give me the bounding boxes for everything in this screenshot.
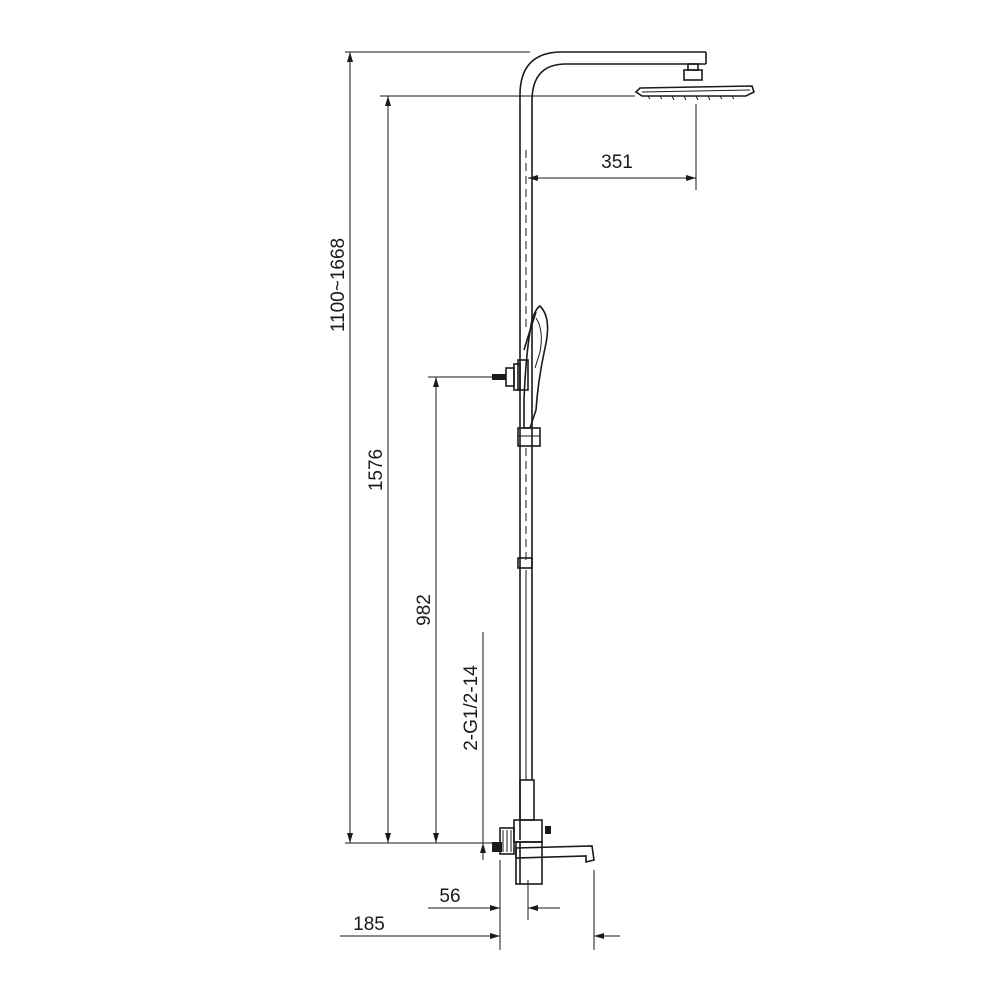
slide-holder bbox=[517, 427, 541, 569]
dimension-arm-projection: 351 bbox=[528, 152, 696, 181]
dimension-total-height: 1100~1668 bbox=[328, 52, 353, 843]
dim-label-spout-projection: 185 bbox=[353, 914, 385, 935]
dimension-inlet-height: 982 bbox=[414, 377, 439, 843]
shower-arm bbox=[519, 51, 707, 840]
dimension-head-height: 1576 bbox=[366, 96, 391, 843]
dimension-thread-spec: 2-G1/2-14 bbox=[461, 665, 486, 860]
mixer-valve bbox=[513, 779, 551, 885]
dim-label-arm-projection: 351 bbox=[601, 152, 633, 173]
dim-label-inlet-height: 982 bbox=[414, 594, 435, 626]
dim-label-thread-spec: 2-G1/2-14 bbox=[461, 665, 482, 751]
thermostat-knob bbox=[492, 827, 515, 855]
overhead-shower-head bbox=[634, 63, 755, 101]
dim-label-total-height: 1100~1668 bbox=[328, 238, 349, 332]
dim-label-inlet-offset: 56 bbox=[439, 886, 460, 907]
dim-label-head-height: 1576 bbox=[366, 449, 387, 491]
dimension-inlet-offset: 56 bbox=[428, 886, 560, 911]
hand-shower bbox=[517, 305, 549, 429]
wall-bracket bbox=[492, 363, 521, 391]
dimension-spout-projection: 185 bbox=[340, 914, 620, 939]
extension-lines bbox=[345, 51, 697, 950]
bath-spout bbox=[515, 845, 595, 864]
